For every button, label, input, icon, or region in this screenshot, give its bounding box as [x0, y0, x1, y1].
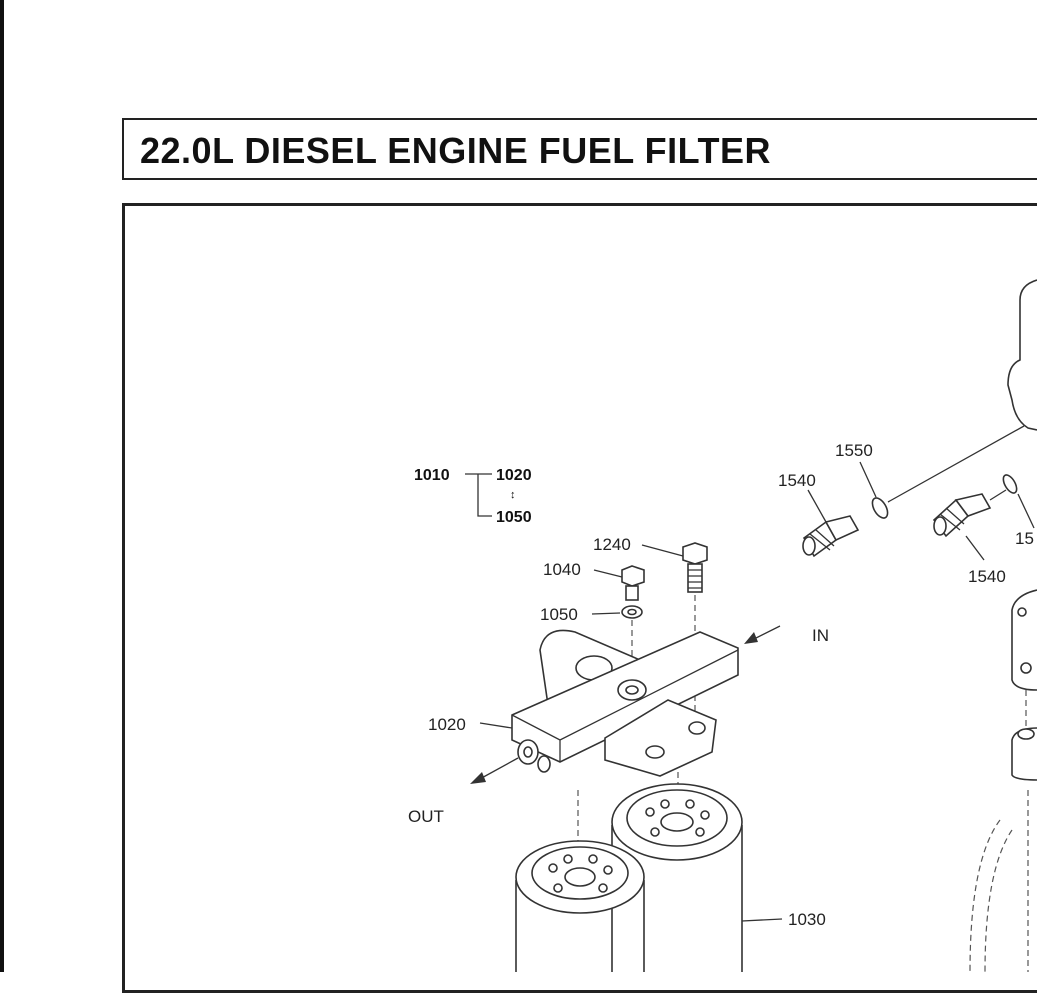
tree-first-label: 1020	[496, 467, 532, 484]
exploded-parts-diagram: 1010 1020 ↕ 1050 1240 1040 1050	[408, 279, 1037, 972]
page-title: 22.0L DIESEL ENGINE FUEL FILTER	[140, 130, 771, 171]
tree-last-label: 1050	[496, 509, 532, 526]
kit-tree: 1010 1020 ↕ 1050	[414, 467, 532, 526]
fitting-drawing	[802, 515, 860, 558]
callout-1550: 1550	[835, 441, 873, 460]
arrow-out-icon	[470, 757, 519, 784]
plug-drawing	[621, 565, 645, 601]
page-edge	[0, 0, 4, 972]
fitting-drawing-right	[932, 493, 992, 538]
filter-cartridge-drawing	[515, 783, 743, 972]
callout-1550-cut: 15	[1015, 529, 1034, 548]
callout-1050: 1050	[540, 605, 578, 624]
callout-1020: 1020	[428, 715, 466, 734]
arrow-in-icon	[744, 625, 781, 644]
flow-out-label: OUT	[408, 807, 444, 826]
bolt-drawing	[682, 542, 708, 728]
callout-1240: 1240	[593, 535, 631, 554]
callout-1030: 1030	[788, 910, 826, 929]
callout-1540-left: 1540	[778, 471, 816, 490]
callout-1540-right: 1540	[968, 567, 1006, 586]
tree-through-label: ↕	[510, 489, 516, 501]
tree-lines	[465, 473, 492, 517]
secondary-filter-drawing	[969, 279, 1037, 972]
flow-in-label: IN	[812, 626, 829, 645]
callout-1040: 1040	[543, 560, 581, 579]
title-box: 22.0L DIESEL ENGINE FUEL FILTER	[122, 118, 1037, 180]
o-ring-drawing	[871, 497, 889, 519]
filter-head-drawing	[511, 629, 739, 777]
tree-root-label: 1010	[414, 467, 450, 484]
